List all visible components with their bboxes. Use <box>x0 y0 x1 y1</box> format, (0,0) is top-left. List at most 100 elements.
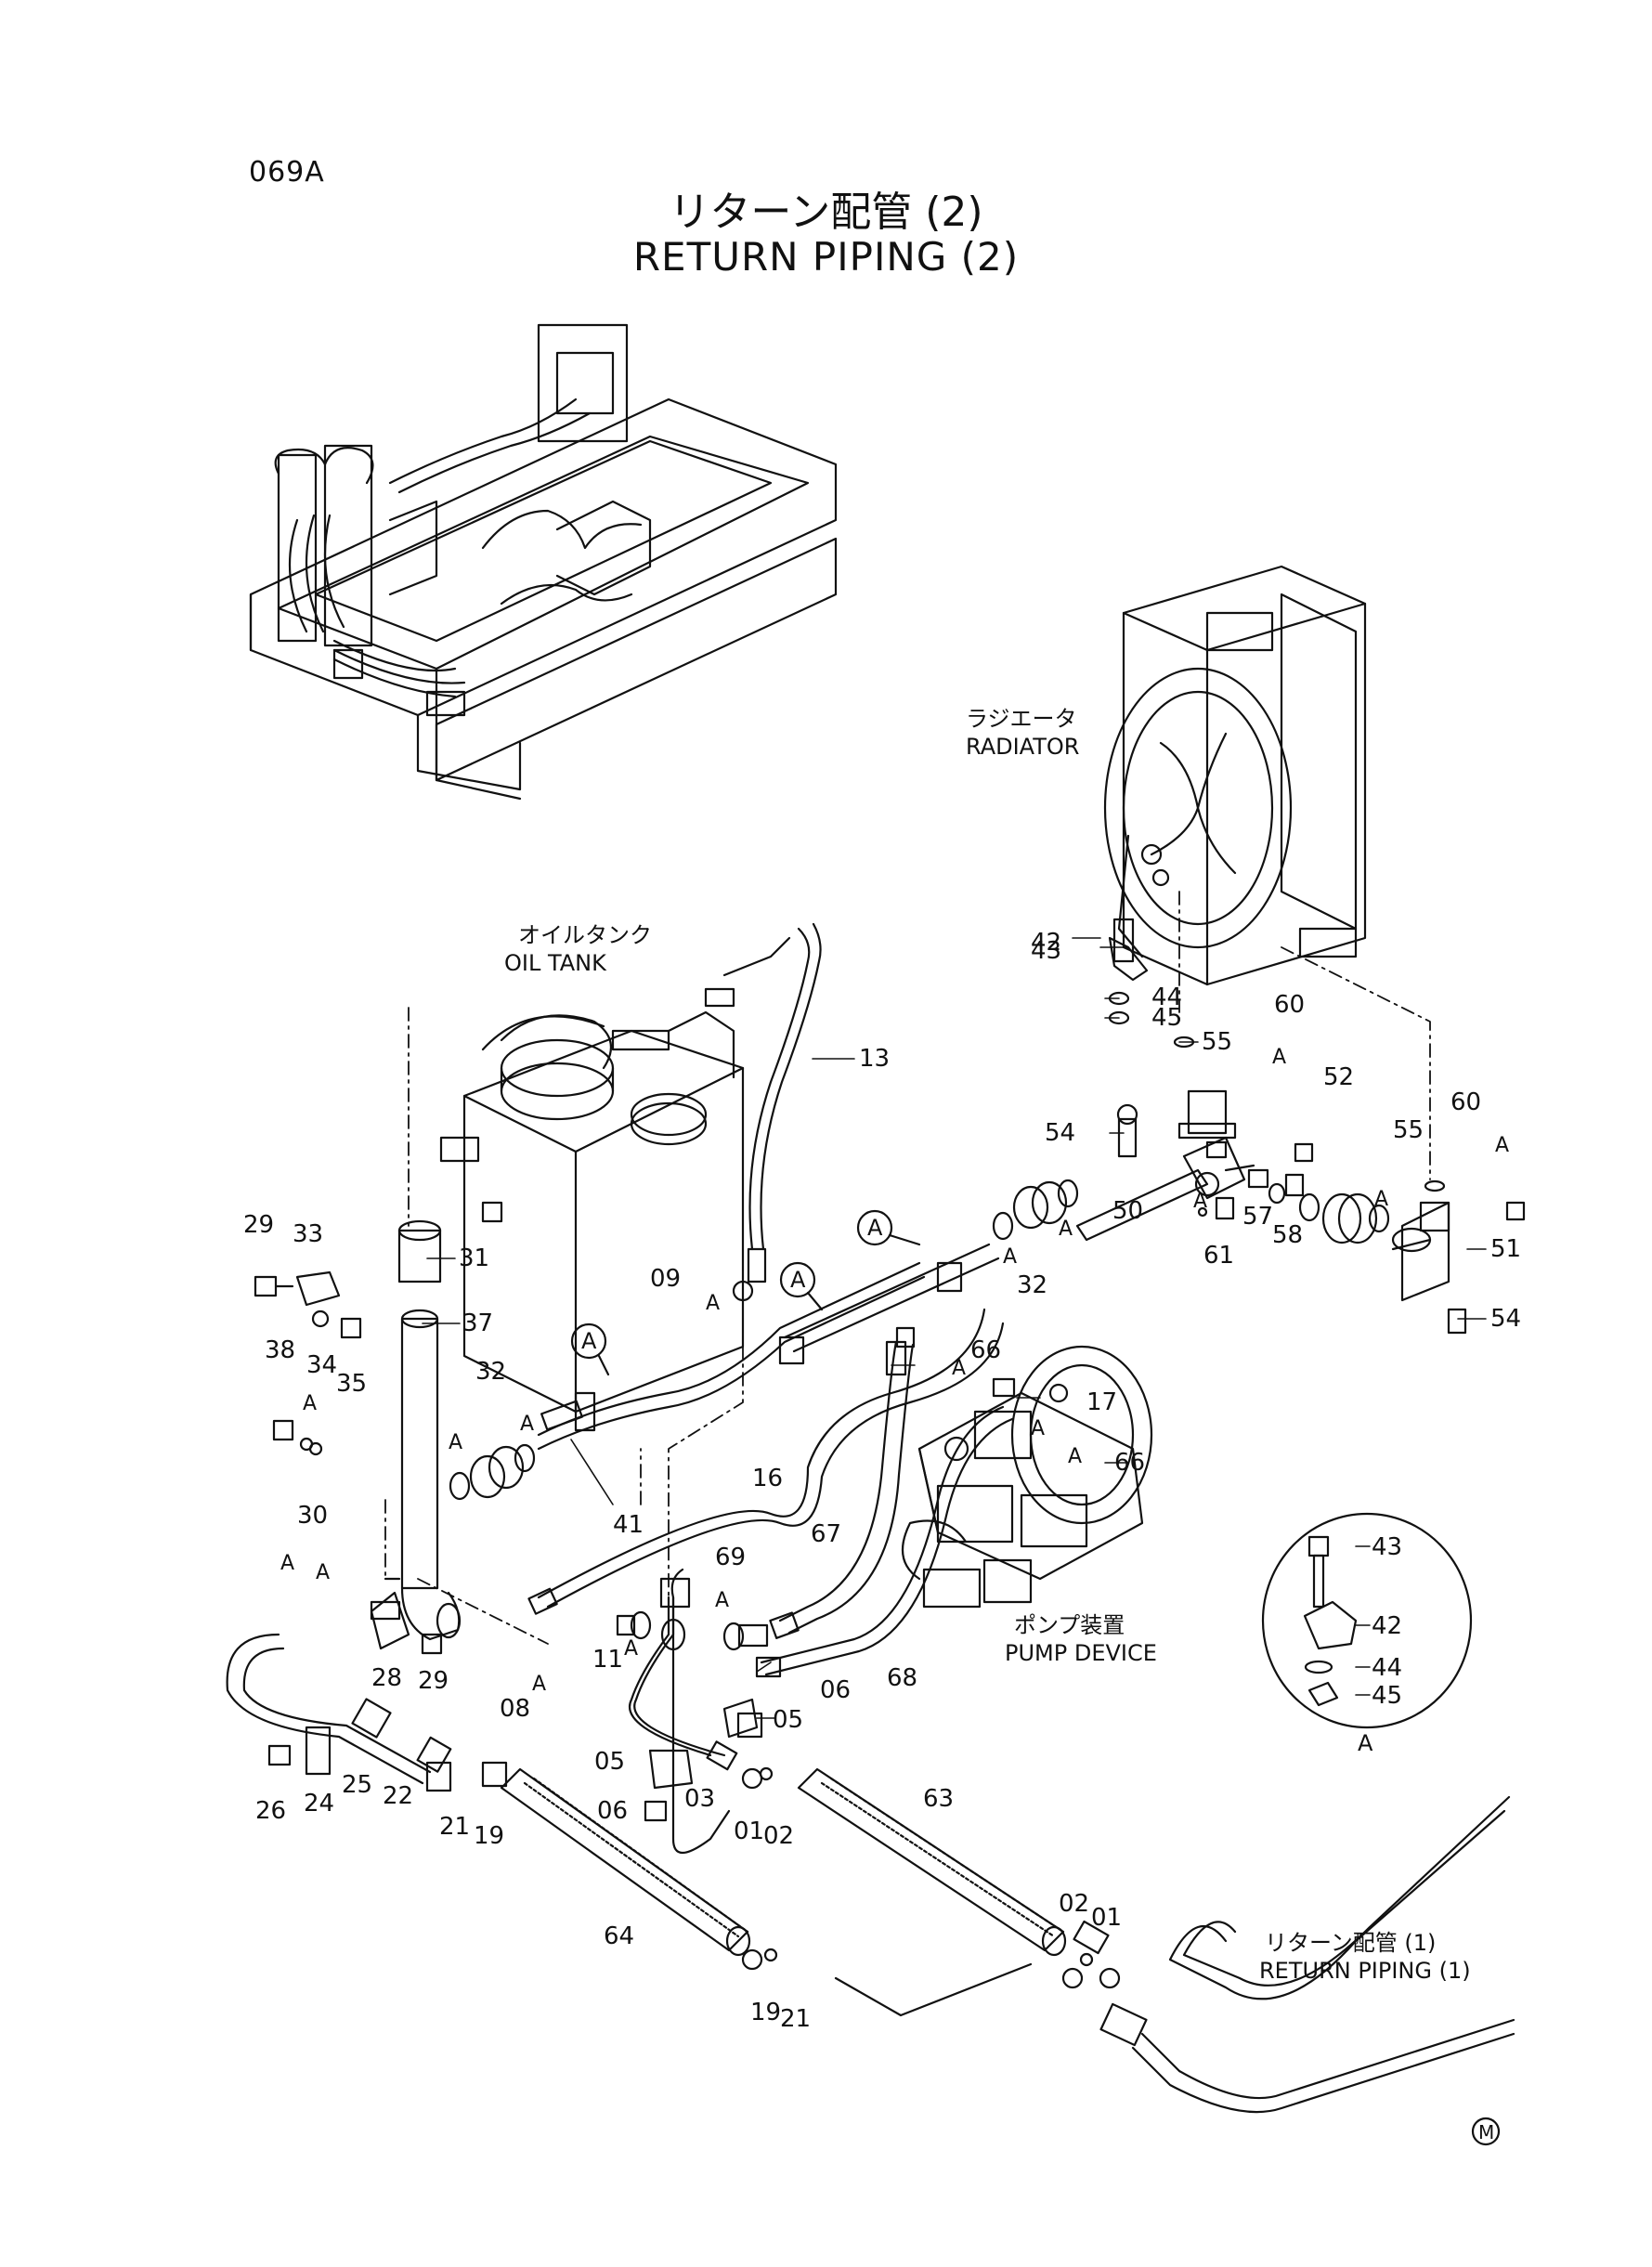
callout-42-top: 42 <box>1031 929 1061 957</box>
callout-58: 58 <box>1272 1221 1303 1249</box>
callout-05-lower: 05 <box>594 1748 625 1776</box>
svg-text:A: A <box>1193 1190 1207 1213</box>
callout-43-detail: 43 <box>1372 1533 1402 1561</box>
callout-54-left: 54 <box>1045 1119 1075 1147</box>
radiator-label-en: RADIATOR <box>966 734 1079 760</box>
callout-21-bottom: 21 <box>780 2005 811 2033</box>
hose-68 <box>755 1405 1014 1678</box>
svg-text:A: A <box>1059 1218 1073 1241</box>
callout-03: 03 <box>684 1785 715 1813</box>
svg-text:A: A <box>449 1431 462 1454</box>
svg-text:A: A <box>532 1673 546 1696</box>
trademark-mark: M <box>1478 2121 1494 2143</box>
callout-64: 64 <box>604 1922 634 1950</box>
callout-01-left: 01 <box>734 1818 764 1845</box>
callout-37: 37 <box>462 1309 493 1337</box>
balloon-letters: A A A M A <box>581 1215 1494 2143</box>
callout-28: 28 <box>371 1664 402 1692</box>
hose-67 <box>769 1340 915 1639</box>
callout-67: 67 <box>811 1520 841 1548</box>
svg-text:A: A <box>520 1413 534 1436</box>
callout-19-bottom: 19 <box>750 1999 781 2026</box>
callout-09: 09 <box>650 1265 681 1293</box>
callout-24: 24 <box>304 1790 334 1818</box>
svg-text:A: A <box>1031 1417 1045 1440</box>
callout-55-right: 55 <box>1393 1116 1424 1144</box>
hose-13 <box>704 922 822 1283</box>
detail-a-caption: A <box>1358 1730 1373 1756</box>
callout-33: 33 <box>293 1220 323 1248</box>
section-labels: ラジエータ RADIATOR オイルタンク OIL TANK ポンプ装置 PUM… <box>504 706 1471 1984</box>
callout-19-left: 19 <box>474 1822 504 1850</box>
callout-63: 63 <box>923 1785 954 1813</box>
callout-11: 11 <box>592 1646 623 1674</box>
callout-06-upper: 06 <box>820 1676 851 1704</box>
return-pipe-03 <box>629 1568 738 1854</box>
callout-05-upper: 05 <box>773 1706 803 1734</box>
callout-52: 52 <box>1323 1063 1354 1091</box>
callout-29: 29 <box>243 1211 274 1239</box>
page-title-english: RETURN PIPING (2) <box>632 234 1020 280</box>
svg-text:A: A <box>1003 1245 1017 1269</box>
callout-69: 69 <box>715 1544 746 1571</box>
svg-text:A: A <box>624 1637 638 1661</box>
balloon-a-1: A <box>581 1328 597 1354</box>
svg-text:A: A <box>1272 1046 1286 1069</box>
svg-text:A: A <box>280 1552 294 1575</box>
balloon-a-2: A <box>790 1267 806 1293</box>
return-pipe-41 <box>537 1243 1000 1451</box>
callout-32-right: 32 <box>1017 1271 1047 1299</box>
a-markers: A A A A A A A A A A A A A A A A A A <box>280 1046 1509 1696</box>
machine-frame-overview <box>249 323 838 801</box>
callout-57: 57 <box>1242 1203 1273 1231</box>
callout-66-top: 66 <box>970 1336 1001 1364</box>
hose-64 <box>500 1767 751 1957</box>
callout-30: 30 <box>297 1502 328 1530</box>
page-title-japanese: リターン配管 (2) <box>669 189 983 236</box>
radiator-unit <box>1103 565 1367 986</box>
callout-01-right: 01 <box>1091 1904 1122 1932</box>
callout-45-detail: 45 <box>1372 1682 1402 1710</box>
detail-a-balloons <box>570 1209 1501 2146</box>
callout-66-right: 66 <box>1114 1449 1145 1477</box>
return-piping-1-outline <box>834 1795 1515 2114</box>
svg-text:A: A <box>303 1392 317 1415</box>
callout-41: 41 <box>613 1511 644 1539</box>
callout-06-lower: 06 <box>597 1797 628 1825</box>
oil-tank-label-en: OIL TANK <box>504 950 607 976</box>
balloon-a-3: A <box>867 1215 883 1241</box>
callout-31: 31 <box>459 1244 489 1272</box>
svg-text:A: A <box>706 1292 720 1315</box>
reference-lines <box>384 891 1431 1645</box>
callout-60-left: 60 <box>1274 991 1305 1019</box>
callout-17: 17 <box>1086 1388 1117 1416</box>
oil-tank <box>439 1010 745 1414</box>
return-pipe-37 <box>384 1219 462 1641</box>
callout-45-top: 45 <box>1151 1004 1182 1032</box>
pump-device-label-jp: ポンプ装置 <box>1014 1612 1125 1638</box>
svg-text:A: A <box>316 1561 330 1584</box>
callout-25: 25 <box>342 1771 372 1799</box>
callout-61: 61 <box>1203 1242 1234 1270</box>
radiator-label-jp: ラジエータ <box>966 706 1077 732</box>
oil-tank-label-jp: オイルタンク <box>518 922 652 948</box>
callout-21-left: 21 <box>439 1813 470 1841</box>
svg-text:A: A <box>715 1589 729 1612</box>
page-code: 069A <box>249 156 325 189</box>
callout-42-detail: 42 <box>1372 1612 1402 1640</box>
callout-08: 08 <box>500 1695 530 1723</box>
callout-60-right: 60 <box>1450 1088 1481 1116</box>
callout-44-detail: 44 <box>1372 1654 1402 1682</box>
svg-text:A: A <box>1495 1134 1509 1157</box>
callout-38: 38 <box>265 1336 295 1364</box>
return-pipe-22 <box>226 1633 452 1785</box>
return-piping-1-label-jp: リターン配管 (1) <box>1265 1930 1436 1956</box>
radiator-pipe-51 <box>1391 1201 1467 1335</box>
hose-16 <box>527 1308 1005 1615</box>
callout-51: 51 <box>1490 1235 1521 1263</box>
callout-55-left: 55 <box>1202 1028 1232 1056</box>
callout-34: 34 <box>306 1351 337 1379</box>
callout-68: 68 <box>887 1664 917 1692</box>
callout-44-top: 44 <box>1151 984 1182 1011</box>
